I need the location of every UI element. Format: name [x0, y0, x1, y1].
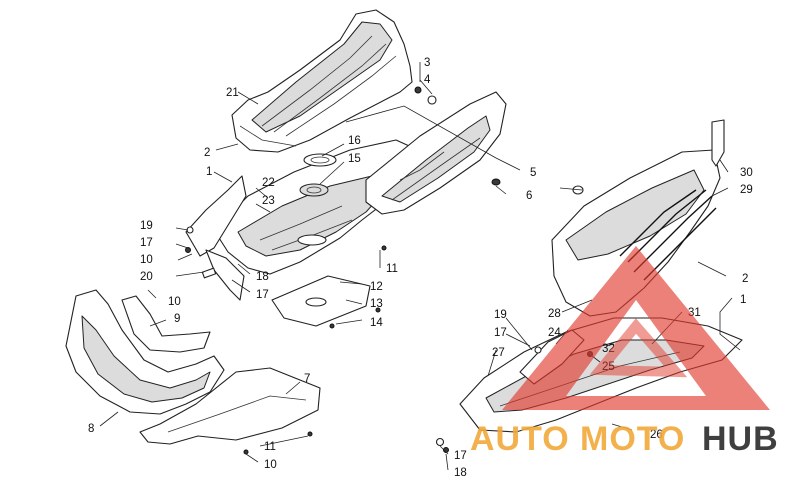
callout-11: 11	[264, 441, 276, 453]
callout-9: 9	[174, 313, 180, 325]
right-hood-part	[551, 119, 725, 317]
callout-19: 19	[494, 309, 507, 321]
watermark-wordmark: AUTO MOTO HUB	[470, 420, 779, 458]
watermark-hub: HUB	[702, 420, 779, 458]
callout-27: 27	[492, 347, 505, 359]
callout-1: 1	[206, 166, 212, 178]
callout-10: 10	[264, 459, 277, 471]
callout-17: 17	[454, 450, 467, 462]
callout-28: 28	[548, 308, 561, 320]
callout-2: 2	[204, 147, 210, 159]
callout-12: 12	[370, 281, 383, 293]
fastener-parts	[185, 86, 593, 455]
callout-10: 10	[140, 254, 153, 266]
callout-7: 7	[304, 373, 310, 385]
callout-21: 21	[226, 87, 239, 99]
skid-plate-large-part	[139, 367, 321, 445]
watermark-moto: MOTO	[580, 420, 685, 458]
skid-plate-small-part	[271, 275, 371, 327]
callout-1: 1	[740, 294, 746, 306]
callout-14: 14	[370, 317, 383, 329]
callout-labels: 3 4 21 2 1 22 23 16 15 5 6 19 17 10 20 1…	[88, 57, 753, 479]
callout-29: 29	[740, 184, 753, 196]
watermark-triangle-icon	[502, 246, 770, 410]
watermark-auto: AUTO	[470, 420, 570, 458]
callout-8: 8	[88, 423, 94, 435]
belly-pan-part	[185, 139, 419, 301]
callout-30: 30	[740, 167, 753, 179]
callout-18: 18	[454, 467, 467, 479]
callout-18: 18	[256, 271, 269, 283]
callout-6: 6	[526, 190, 532, 202]
leader-lines	[99, 62, 741, 471]
upper-hood-part	[231, 9, 413, 153]
callout-17: 17	[494, 327, 507, 339]
callout-23: 23	[262, 195, 275, 207]
callout-17: 17	[140, 237, 153, 249]
callout-19: 19	[140, 220, 153, 232]
callout-26: 26	[650, 429, 663, 441]
callout-4: 4	[424, 74, 431, 86]
callout-22: 22	[262, 177, 275, 189]
callout-20: 20	[140, 271, 153, 283]
callout-13: 13	[370, 298, 383, 310]
callout-2: 2	[742, 273, 748, 285]
front-bumper-part	[65, 289, 225, 415]
callout-11: 11	[386, 263, 398, 275]
callout-10: 10	[168, 296, 181, 308]
watermark-logo	[502, 246, 770, 410]
callout-16: 16	[348, 135, 361, 147]
callout-17: 17	[256, 289, 269, 301]
seal-ring-part	[299, 153, 337, 197]
callout-3: 3	[424, 57, 430, 69]
callout-15: 15	[348, 153, 361, 165]
callout-24: 24	[548, 327, 561, 339]
side-panel-part	[365, 91, 584, 215]
callout-5: 5	[530, 167, 536, 179]
